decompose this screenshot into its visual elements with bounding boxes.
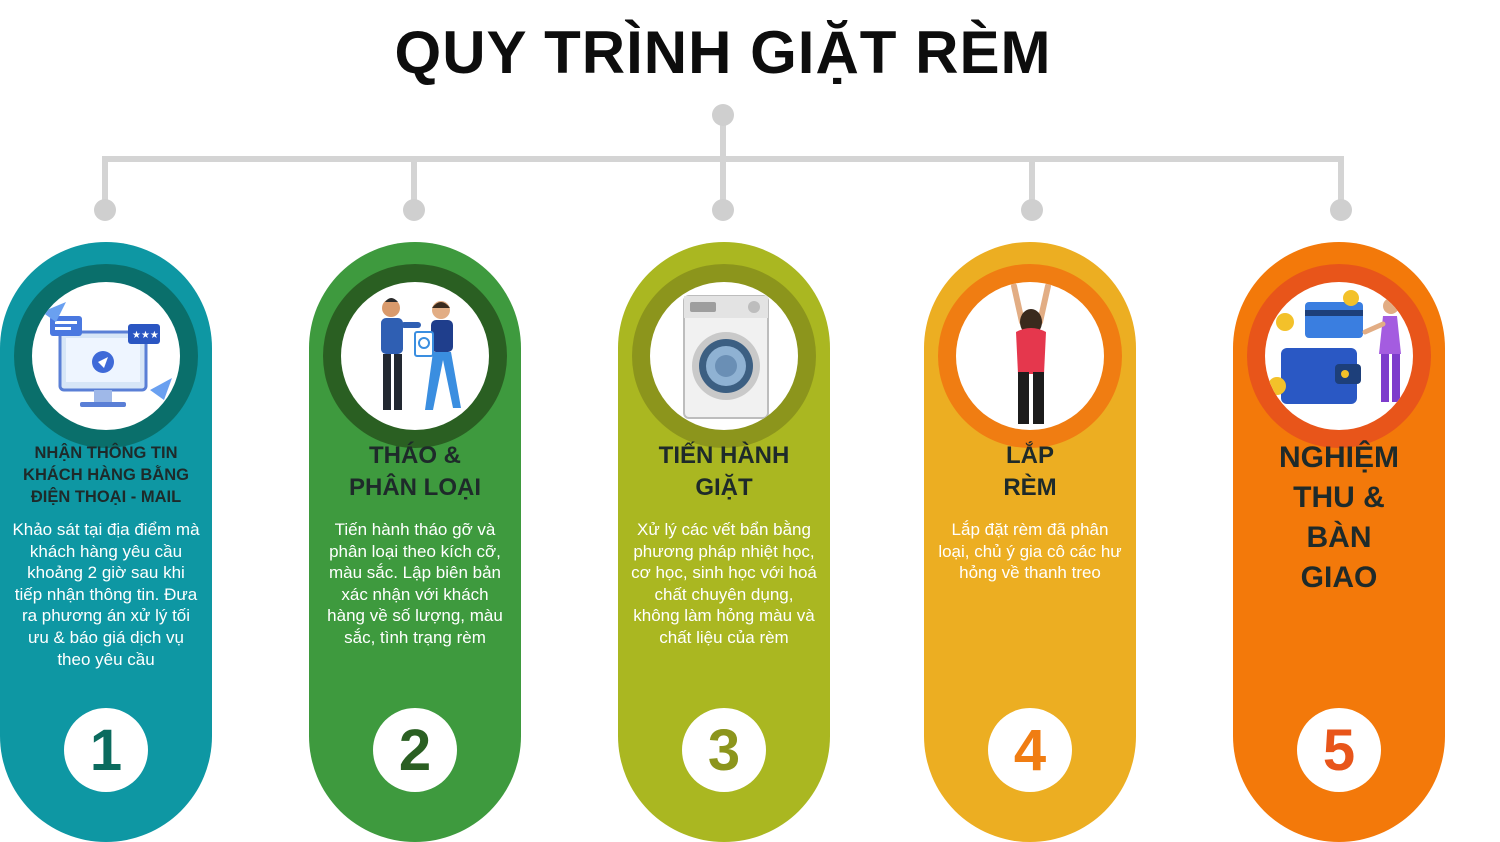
step-1-ring: ★★★ [14, 264, 198, 448]
connector-drop-5 [1338, 156, 1344, 208]
step-5-number: 5 [1297, 708, 1381, 792]
step-3-number: 3 [682, 708, 766, 792]
step-card-1: ★★★ NHẬN THÔNG TIN KHÁCH HÀNG BẰNG ĐIỆN … [0, 242, 212, 842]
connector-dot-5 [1330, 199, 1352, 221]
step-3-heading: TIẾN HÀNH GIẶT [658, 442, 790, 501]
step-2-body: Tiến hành tháo gỡ và phân loại theo kích… [327, 520, 503, 647]
people-agreement-icon [381, 298, 461, 410]
step-5-heading: NGHIỆM THU & BÀN GIAO [1279, 441, 1399, 594]
computer-mail-icon: ★★★ [42, 302, 172, 407]
connector-drop-1 [102, 156, 108, 208]
payment-wallet-icon [1268, 290, 1401, 404]
step-card-4: LẮP RÈM Lắp đặt rèm đã phân loại, chủ ý … [924, 242, 1136, 842]
connector-dot-1 [94, 199, 116, 221]
connector-drop-2 [411, 156, 417, 208]
step-3-ring [632, 264, 816, 448]
step-card-3: TIẾN HÀNH GIẶT Xử lý các vết bẩn bằng ph… [618, 242, 830, 842]
washing-machine-icon [683, 295, 769, 419]
connector-dot-top [712, 104, 734, 126]
step-4-number: 4 [988, 708, 1072, 792]
step-2-ring [323, 264, 507, 448]
connector-drop-3 [720, 156, 726, 208]
step-1-number: 1 [64, 708, 148, 792]
page-title: QUY TRÌNH GIẶT RÈM [394, 19, 1052, 86]
step-4-heading: LẮP RÈM [1003, 442, 1057, 501]
connector-vertical-top [720, 114, 726, 162]
connector-dot-4 [1021, 199, 1043, 221]
connector-dot-2 [403, 199, 425, 221]
step-4-ring [938, 264, 1122, 448]
step-5-ring [1247, 264, 1431, 448]
step-1-heading: NHẬN THÔNG TIN KHÁCH HÀNG BẰNG ĐIỆN THOẠ… [23, 444, 189, 506]
step-card-5: NGHIỆM THU & BÀN GIAO 5 [1233, 242, 1445, 842]
step-3-body: Xử lý các vết bẩn bằng phương pháp nhiệt… [631, 520, 817, 647]
connector-dot-3 [712, 199, 734, 221]
step-1-body: Khảo sát tại địa điểm mà khách hàng yêu … [12, 520, 200, 669]
step-2-number: 2 [373, 708, 457, 792]
connector-drop-4 [1029, 156, 1035, 208]
step-4-body: Lắp đặt rèm đã phân loại, chủ ý gia cô c… [938, 520, 1122, 583]
step-card-2: THÁO & PHÂN LOẠI Tiến hành tháo gỡ và ph… [309, 242, 521, 842]
person-hanging-icon [1011, 283, 1051, 424]
svg-text:★★★: ★★★ [132, 330, 159, 341]
step-2-heading: THÁO & PHÂN LOẠI [349, 442, 481, 501]
